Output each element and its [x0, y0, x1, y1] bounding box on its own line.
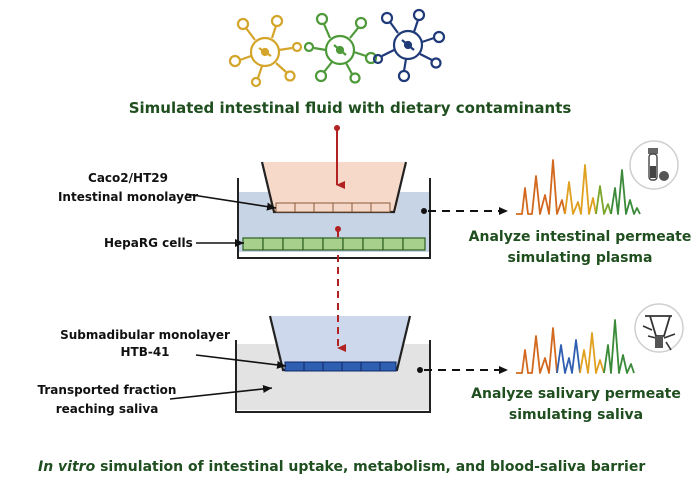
pointer-arrow — [169, 384, 273, 400]
label-caco2: Caco2/HT29 — [88, 171, 168, 185]
caption-rest: simulation of intestinal uptake, metabol… — [95, 459, 645, 475]
figure-caption: In vitro simulation of intestinal uptake… — [38, 459, 645, 475]
label-heparg: HepaRG cells — [104, 236, 193, 250]
label-submandibular: Submadibular monolayer — [60, 328, 230, 342]
chromatogram-salivary — [516, 319, 635, 374]
output-intestinal-line2: simulating plasma — [508, 250, 653, 266]
label-intestinal-monolayer: Intestinal monolayer — [58, 190, 198, 204]
output-salivary-line1: Analyze salivary permeate — [471, 386, 681, 402]
label-reaching-saliva: reaching saliva — [56, 402, 159, 416]
salivary-well — [235, 315, 431, 413]
flow-arrow-dashed — [335, 226, 346, 352]
flow-arrow-solid — [334, 125, 345, 189]
submandibular-monolayer — [284, 361, 397, 372]
pointer-arrow — [185, 193, 277, 211]
blood-tube-icon — [629, 140, 679, 190]
chromatogram-intestinal — [516, 159, 641, 215]
molecule-icon — [372, 8, 446, 83]
output-salivary-line2: simulating saliva — [509, 407, 643, 423]
page-title: Simulated intestinal fluid with dietary … — [129, 99, 572, 117]
heparg-cell-layer — [242, 237, 426, 251]
label-htb41: HTB-41 — [120, 345, 169, 359]
label-transported-fraction: Transported fraction — [38, 383, 177, 397]
output-intestinal-line1: Analyze intestinal permeate — [469, 229, 692, 245]
output-arrow-salivary — [417, 366, 508, 374]
saliva-collection-icon — [634, 303, 684, 353]
intestinal-well — [237, 161, 431, 259]
intestinal-monolayer — [275, 202, 391, 213]
molecule-icon — [228, 14, 303, 88]
molecule-icon — [303, 12, 378, 84]
output-arrow-intestinal — [421, 207, 508, 215]
caption-italic: In vitro — [38, 459, 96, 475]
pointer-arrow — [195, 354, 287, 369]
